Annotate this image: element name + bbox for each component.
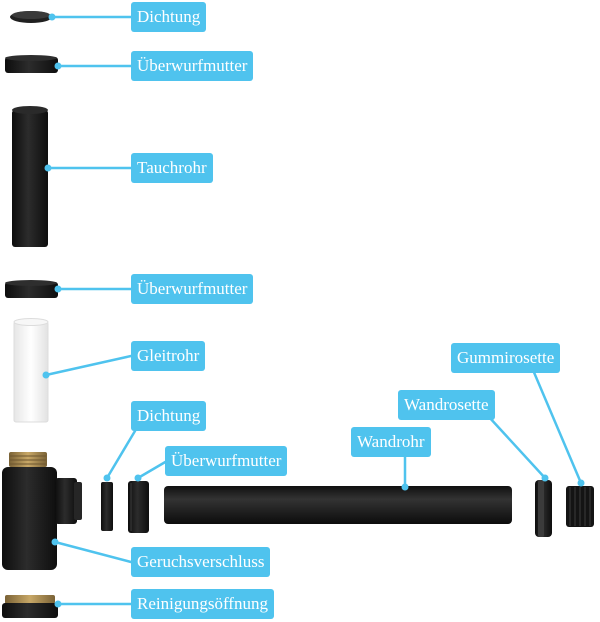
leader-dichtung-middle [105,429,137,480]
leader-wandrosette [487,415,547,480]
wall-rosette-part [535,480,552,537]
union-nut-1-part [5,55,58,73]
label-gleitrohr: Gleitrohr [131,341,206,371]
dot-geruchsverschluss [51,538,59,546]
label-ueberwurfmutter-3: Überwurfmutter [165,446,288,476]
dot-wandrosette [541,474,549,482]
label-gummirosette: Gummirosette [451,343,561,373]
label-tauchrohr: Tauchrohr [131,153,213,183]
label-geruchsverschluss: Geruchsverschluss [131,547,271,577]
leader-gleitrohr [44,354,133,377]
label-dichtung-top: Dichtung [131,2,207,32]
union-nut-3-part [128,481,149,533]
cleaning-cap-part [2,595,58,618]
dot-dichtung-top [48,13,56,21]
label-wandrohr: Wandrohr [351,427,431,457]
gasket-top-part [10,11,52,23]
dot-ueberwurfmutter-2 [54,285,62,293]
label-reinigungsoeffnung: Reinigungsöffnung [131,589,274,619]
leader-geruchsverschluss [53,540,133,564]
wall-pipe-part [164,486,512,524]
leader-lines [44,15,583,606]
dot-wandrohr [401,483,409,491]
rubber-rosette-part [566,486,594,527]
gasket-middle-part [101,482,113,531]
dot-ueberwurfmutter-1 [54,62,62,70]
label-wandrosette: Wandrosette [398,390,495,420]
trap-body-part [2,452,82,570]
dot-reinigungsoeffnung [54,600,62,608]
leader-gummirosette [531,368,583,485]
union-nut-2-part [5,280,58,298]
label-dichtung-middle: Dichtung [131,401,207,431]
dip-tube-part [12,106,48,247]
label-ueberwurfmutter-2: Überwurfmutter [131,274,254,304]
dot-ueberwurfmutter-3 [134,474,142,482]
dot-dichtung-middle [103,474,111,482]
leader-dots [42,13,585,608]
label-ueberwurfmutter-1: Überwurfmutter [131,51,254,81]
slide-tube-part [13,318,49,423]
dot-gummirosette [577,479,585,487]
dot-tauchrohr [44,164,52,172]
leader-ueberwurfmutter-3 [136,459,169,480]
dot-gleitrohr [42,371,50,379]
